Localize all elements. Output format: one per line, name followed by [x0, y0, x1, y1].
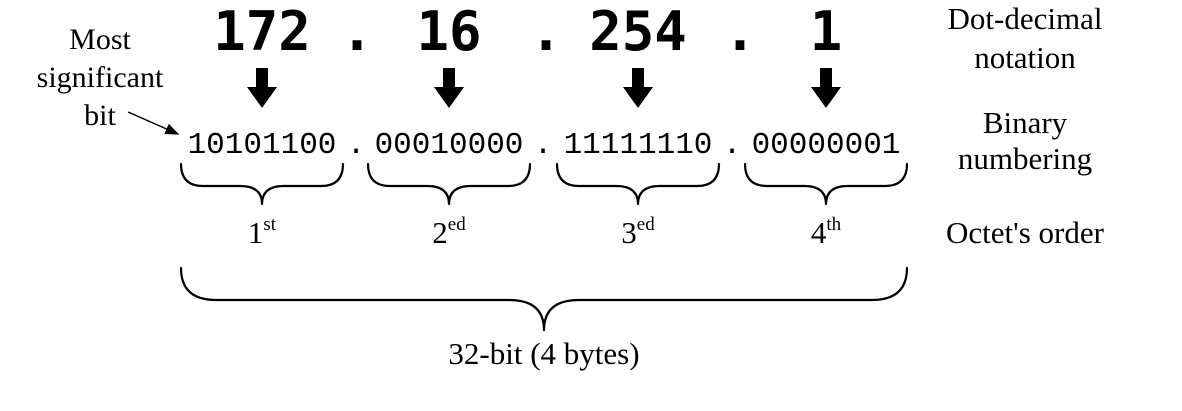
decimal-separator-2: .: [530, 0, 563, 63]
decimal-octet-1: 172: [213, 0, 311, 63]
octet-braces: [179, 162, 909, 206]
binary-separator-2: .: [534, 128, 553, 163]
down-arrow-icon: [811, 68, 841, 108]
octet-brace-3: [555, 162, 721, 206]
octet-brace-2: [366, 162, 532, 206]
binary-octet-2: 00010000: [375, 128, 524, 163]
msb-label-line2: significant: [37, 61, 164, 94]
dot-decimal-row: 172 . 16 . 254 . 1: [213, 0, 842, 63]
dot-decimal-label-line2: notation: [974, 40, 1076, 75]
down-arrow-icon: [247, 68, 277, 108]
decimal-octet-4: 1: [810, 0, 843, 63]
binary-octet-1: 10101100: [188, 128, 337, 163]
down-arrow-icon: [434, 68, 464, 108]
binary-label-line1: Binary: [983, 105, 1068, 140]
down-arrow-icon: [623, 68, 653, 108]
octet-order-3: 3ed: [621, 214, 655, 250]
total-bits-label: 32-bit (4 bytes): [448, 336, 639, 371]
octet-brace-4: [743, 162, 909, 206]
binary-row: 10101100 . 00010000 . 11111110 . 0000000…: [188, 128, 901, 163]
octet-order-row: 1st 2ed 3ed 4th: [248, 214, 842, 250]
dot-decimal-label-line1: Dot-decimal: [948, 1, 1103, 36]
decimal-octet-2: 16: [416, 0, 481, 63]
octet-order-label: Octet's order: [946, 215, 1105, 250]
binary-label-line2: numbering: [958, 141, 1092, 176]
right-labels: Dot-decimal notation Binary numbering Oc…: [946, 1, 1105, 250]
binary-separator-1: .: [347, 128, 366, 163]
total-brace: [179, 266, 909, 332]
msb-annotation: Most significant bit: [37, 23, 180, 135]
decimal-separator-1: .: [341, 0, 374, 63]
binary-octet-3: 11111110: [564, 128, 713, 163]
msb-label-line3: bit: [84, 99, 116, 132]
octet-order-2: 2ed: [432, 214, 466, 250]
pointer-arrow-icon: [127, 111, 180, 135]
down-arrows: [247, 68, 841, 108]
binary-separator-3: .: [723, 128, 742, 163]
octet-order-4: 4th: [811, 214, 842, 250]
octet-brace-1: [179, 162, 345, 206]
binary-octet-4: 00000001: [752, 128, 901, 163]
decimal-octet-3: 254: [589, 0, 687, 63]
decimal-separator-3: .: [724, 0, 757, 63]
msb-label-line1: Most: [69, 23, 131, 56]
octet-order-1: 1st: [248, 214, 277, 250]
